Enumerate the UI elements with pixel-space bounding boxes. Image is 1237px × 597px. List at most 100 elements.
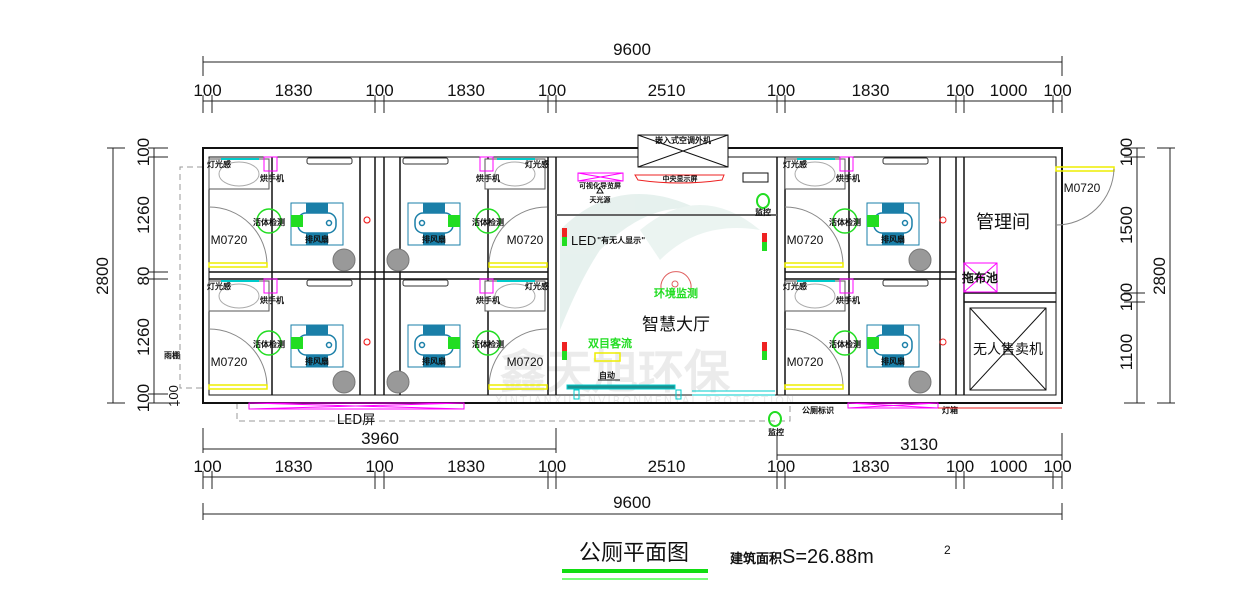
hand-dryer: [263, 278, 278, 294]
door-label: M0720: [507, 233, 544, 247]
top-dim-10: 100: [1043, 81, 1071, 100]
toilet-sign: [847, 402, 939, 409]
grab-bar: [402, 279, 449, 287]
exhaust-fan-icon: [448, 215, 460, 227]
door-swing: [488, 328, 548, 388]
bottom-right-span-dim: 3130: [900, 435, 938, 454]
led-red-right: [762, 233, 767, 242]
exhaust-fan-label: 排风扇: [422, 356, 446, 366]
outlet-icon: [363, 216, 371, 224]
gas-detect-icon: [256, 208, 282, 234]
gas-detect-label: 活体检测: [253, 217, 285, 227]
floor-drain-icon: [332, 248, 356, 272]
occupancy-text: "有无人显示": [597, 235, 645, 245]
led-green-right: [762, 242, 767, 251]
area-value: S=26.88m: [782, 546, 874, 568]
canopy-label: 雨棚: [164, 350, 180, 360]
camera-icon: [756, 193, 770, 209]
hand-dryer-label: 烘手机: [260, 173, 284, 183]
bottom-dim-1: 1830: [275, 457, 313, 476]
light-box-label: 灯箱: [942, 405, 958, 415]
right-dimensions: [1124, 147, 1175, 404]
auto-door-label: 自动: [599, 370, 615, 380]
sensor-light-label: 灯光感: [783, 159, 807, 169]
grab-bar: [882, 157, 929, 165]
door-leaf[interactable]: [488, 262, 548, 268]
door-swing: [208, 206, 268, 266]
ac-unit: [637, 134, 729, 168]
hand-dryer: [479, 278, 494, 294]
ac-unit-label: 嵌入式空调外机: [655, 135, 711, 145]
exhaust-fan-label: 排风扇: [305, 234, 329, 244]
door-leaf[interactable]: [208, 262, 268, 268]
outlet-icon: [939, 216, 947, 224]
management-door-label: M0720: [1064, 181, 1101, 195]
right-dim-3: 1100: [1117, 334, 1136, 371]
mop-pool-label: 拖布池: [962, 270, 998, 285]
bottom-dim-8: 100: [946, 457, 974, 476]
visual-screen-label: 可视化导览屏: [579, 181, 621, 190]
camera-label-bottom: 监控: [768, 427, 784, 437]
hand-dryer-label: 烘手机: [836, 295, 860, 305]
gas-detect-label: 活体检测: [472, 339, 504, 349]
hand-dryer: [839, 156, 854, 172]
led-screen-label: LED屏: [337, 413, 375, 428]
door-label: M0720: [787, 355, 824, 369]
door-swing: [208, 328, 268, 388]
exhaust-fan-icon: [291, 337, 303, 349]
hall-glass-window: [573, 389, 775, 400]
watermark: 鑫天旭环保 XINTIANXU ENVIRONMENTAL PROTECTION: [495, 194, 796, 407]
outer-wall: [202, 147, 1063, 404]
gas-detect-icon: [475, 208, 501, 234]
vending-label: 无人售卖机: [973, 342, 1043, 358]
hand-dryer: [839, 278, 854, 294]
sensor-light-label: 灯光感: [525, 159, 549, 169]
door-swing: [488, 206, 548, 266]
grab-bar: [882, 279, 929, 287]
partitions: [209, 157, 1056, 395]
left-dim-4: 100: [134, 384, 153, 412]
floor-drain-icon: [908, 248, 932, 272]
door-label: M0720: [507, 355, 544, 369]
top-dim-2: 100: [365, 81, 393, 100]
top-dim-9: 1000: [990, 81, 1028, 100]
bottom-dimensions: [202, 428, 1063, 520]
title-underline-thin: [562, 578, 708, 580]
door-leaf[interactable]: [208, 384, 268, 390]
door-leaf[interactable]: [784, 262, 844, 268]
grab-bar: [306, 157, 353, 165]
gas-detect-label: 活体检测: [253, 339, 285, 349]
vending-machine: [969, 307, 1047, 391]
top-dim-3: 1830: [447, 81, 485, 100]
bottom-dim-9: 1000: [990, 457, 1028, 476]
exhaust-fan-icon: [867, 337, 879, 349]
bottom-dim-2: 100: [365, 457, 393, 476]
outlet-icon: [939, 338, 947, 346]
management-door[interactable]: M0720: [1055, 166, 1115, 226]
env-monitor-icon: [660, 271, 692, 293]
skylight-icon: [596, 187, 604, 194]
door-leaf[interactable]: [784, 384, 844, 390]
sensor-light-label: 灯光感: [783, 281, 807, 291]
watermark-en: XINTIANXU ENVIRONMENTAL PROTECTION: [495, 394, 796, 407]
top-dim-4: 100: [538, 81, 566, 100]
left-total-dim: 2800: [93, 257, 112, 295]
led-screen: [248, 402, 465, 410]
left-canopy-dim: 100: [166, 385, 181, 407]
canopy-outline: [179, 166, 791, 422]
hand-dryer-label: 烘手机: [836, 173, 860, 183]
bottom-total-dim: 9600: [613, 493, 651, 512]
door-label: M0720: [211, 355, 248, 369]
door-leaf[interactable]: [488, 384, 548, 390]
camera-icon-bottom: [768, 411, 782, 427]
top-dim-8: 100: [946, 81, 974, 100]
exhaust-fan-icon: [291, 215, 303, 227]
floor-drain-icon: [332, 370, 356, 394]
bottom-dim-4: 100: [538, 457, 566, 476]
gas-detect-label: 活体检测: [829, 217, 861, 227]
sensor-light-label: 灯光感: [207, 281, 231, 291]
